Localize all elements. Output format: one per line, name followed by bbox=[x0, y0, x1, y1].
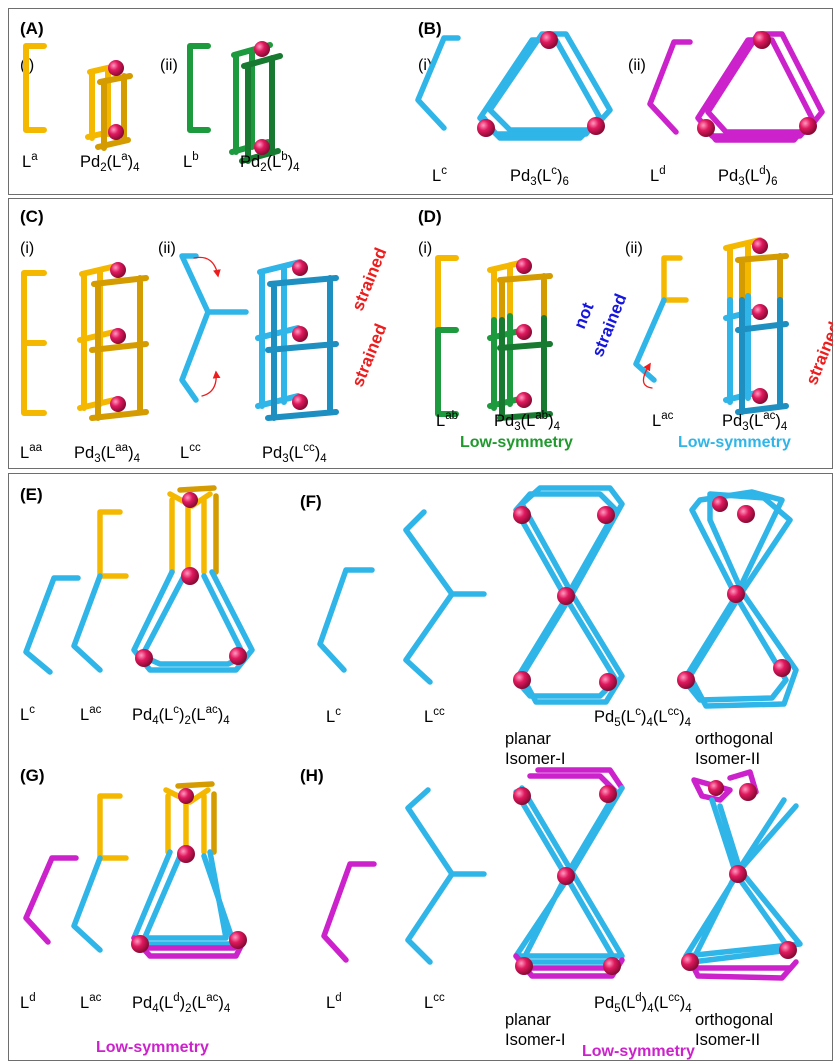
sub-label-d-i: (i) bbox=[418, 240, 432, 257]
ligand-lcc bbox=[179, 253, 249, 403]
formula-label-c-1: Pd3(Laa)4 bbox=[74, 442, 141, 465]
strain-arrow-top bbox=[193, 256, 221, 278]
formula-label-d-3: Pd3(Lac)4 bbox=[722, 410, 788, 433]
formula-label-c-2: Lcc bbox=[180, 442, 201, 462]
strain-arrow-bottom bbox=[201, 370, 221, 397]
formula-label-a-1: Pd2(La)4 bbox=[80, 151, 140, 174]
formula-label-b-2: Ld bbox=[650, 165, 666, 185]
sub-label-d-ii: (ii) bbox=[625, 240, 643, 257]
formula-label-f-1: Lcc bbox=[424, 706, 445, 726]
formula-label-e-1: Lac bbox=[80, 704, 102, 724]
cage-pd3-lc6 bbox=[477, 31, 613, 141]
ligand-lb bbox=[187, 43, 211, 133]
low-symmetry-label-g: Low-symmetry bbox=[96, 1039, 209, 1056]
ligand-lac-g-bottom bbox=[71, 855, 103, 953]
ligand-lcc-f bbox=[403, 509, 487, 685]
strain-arrow-d bbox=[642, 362, 653, 389]
cage-pd5-isomer-ii bbox=[677, 489, 799, 709]
isomer-f-isomer-ii: Isomer-II bbox=[695, 750, 760, 768]
isomer-h-isomer-ii: Isomer-II bbox=[695, 1031, 760, 1049]
ligand-lac-e-top bbox=[97, 509, 129, 579]
ligand-ld bbox=[647, 39, 693, 135]
low-symmetry-label-d-ii: Low-symmetry bbox=[678, 434, 791, 451]
panel-label-a: (A) bbox=[20, 19, 44, 38]
ligand-ld-h bbox=[321, 861, 377, 963]
sub-label-b-ii: (ii) bbox=[628, 57, 646, 74]
formula-label-b-1: Pd3(Lc)6 bbox=[510, 165, 569, 188]
isomer-h-planar: planar bbox=[505, 1011, 551, 1029]
ligand-ld-g bbox=[23, 855, 79, 945]
formula-label-f-2: Pd5(Lc)4(Lcc)4 bbox=[594, 706, 692, 729]
ligand-laa bbox=[21, 270, 47, 416]
formula-label-h-2: Pd5(Ld)4(Lcc)4 bbox=[594, 992, 692, 1015]
formula-label-a-0: La bbox=[22, 151, 38, 171]
cage-pd3-lac4 bbox=[723, 237, 789, 415]
cage-pd5-isomer-i bbox=[513, 485, 625, 705]
sub-label-a-ii: (ii) bbox=[160, 57, 178, 74]
ligand-lc-f bbox=[317, 567, 375, 673]
cage-pd5-isomer-i-h bbox=[513, 767, 625, 979]
formula-label-c-3: Pd3(Lcc)4 bbox=[262, 442, 327, 465]
formula-label-c-0: Laa bbox=[20, 442, 43, 462]
formula-label-e-2: Pd4(Lc)2(Lac)4 bbox=[132, 704, 230, 727]
panel-label-g: (G) bbox=[20, 766, 45, 785]
formula-label-d-0: Lab bbox=[436, 410, 458, 430]
ligand-lcc-h bbox=[405, 787, 487, 965]
panel-label-h: (H) bbox=[300, 766, 324, 785]
ligand-lc bbox=[415, 35, 461, 131]
ligand-lac-e-bottom bbox=[71, 573, 103, 673]
ligand-lac-g-top bbox=[97, 793, 129, 861]
ligand-la bbox=[23, 43, 47, 133]
strained-label-c-top: strained bbox=[348, 245, 390, 313]
formula-label-f-0: Lc bbox=[326, 706, 341, 726]
strained-label-d-blue: strained bbox=[588, 291, 630, 359]
cage-pd3-laa4 bbox=[77, 262, 149, 421]
panel-label-c: (C) bbox=[20, 207, 44, 226]
formula-label-d-2: Lac bbox=[652, 410, 674, 430]
isomer-f-planar: planar bbox=[505, 730, 551, 748]
formula-label-h-1: Lcc bbox=[424, 992, 445, 1012]
formula-label-a-3: Pd2(Lb)4 bbox=[240, 151, 300, 174]
formula-label-e-0: Lc bbox=[20, 704, 35, 724]
ligand-lc-e bbox=[23, 575, 81, 675]
panel-label-f: (F) bbox=[300, 492, 322, 511]
isomer-h-isomer-i: Isomer-I bbox=[505, 1031, 566, 1049]
formula-label-b-0: Lc bbox=[432, 165, 447, 185]
cage-pd3-ld6 bbox=[695, 31, 825, 143]
sub-label-c-ii: (ii) bbox=[158, 240, 176, 257]
isomer-f-orthogonal: orthogonal bbox=[695, 730, 773, 748]
isomer-f-isomer-i: Isomer-I bbox=[505, 750, 566, 768]
cage-pd3-lab4 bbox=[487, 258, 553, 421]
ligand-lac-top bbox=[661, 255, 689, 303]
low-symmetry-label-h: Low-symmetry bbox=[582, 1043, 695, 1060]
cage-pd4-lc2-lac4 bbox=[131, 485, 255, 673]
formula-label-g-2: Pd4(Ld)2(Lac)4 bbox=[132, 992, 231, 1015]
formula-label-a-2: Lb bbox=[183, 151, 199, 171]
formula-label-b-3: Pd3(Ld)6 bbox=[718, 165, 778, 188]
ligand-lab-top bbox=[435, 255, 459, 333]
cage-pd4-ld2-lac4 bbox=[131, 781, 247, 959]
cage-pd2-lb4 bbox=[229, 41, 283, 164]
panel-label-b: (B) bbox=[418, 19, 442, 38]
ligand-lac-bottom bbox=[633, 297, 667, 383]
molecular-structures bbox=[21, 31, 825, 981]
formula-label-g-1: Lac bbox=[80, 992, 102, 1012]
cage-pd2-la4 bbox=[85, 60, 133, 151]
panel-label-e: (E) bbox=[20, 485, 43, 504]
strained-label-d-red: strained bbox=[802, 319, 833, 387]
cage-pd5-isomer-ii-h bbox=[681, 769, 803, 981]
panel-label-d: (D) bbox=[418, 207, 442, 226]
isomer-h-orthogonal: orthogonal bbox=[695, 1011, 773, 1029]
formula-label-d-1: Pd3(Lab)4 bbox=[494, 410, 561, 433]
formula-label-h-0: Ld bbox=[326, 992, 342, 1012]
cage-pd3-lcc4 bbox=[255, 259, 339, 421]
strained-label-c-bottom: strained bbox=[348, 321, 390, 389]
not-label-d: not bbox=[570, 300, 598, 332]
low-symmetry-label-d-i: Low-symmetry bbox=[460, 434, 573, 451]
sub-label-c-i: (i) bbox=[20, 240, 34, 257]
formula-label-g-0: Ld bbox=[20, 992, 36, 1012]
ligand-lab-bottom bbox=[435, 327, 459, 417]
